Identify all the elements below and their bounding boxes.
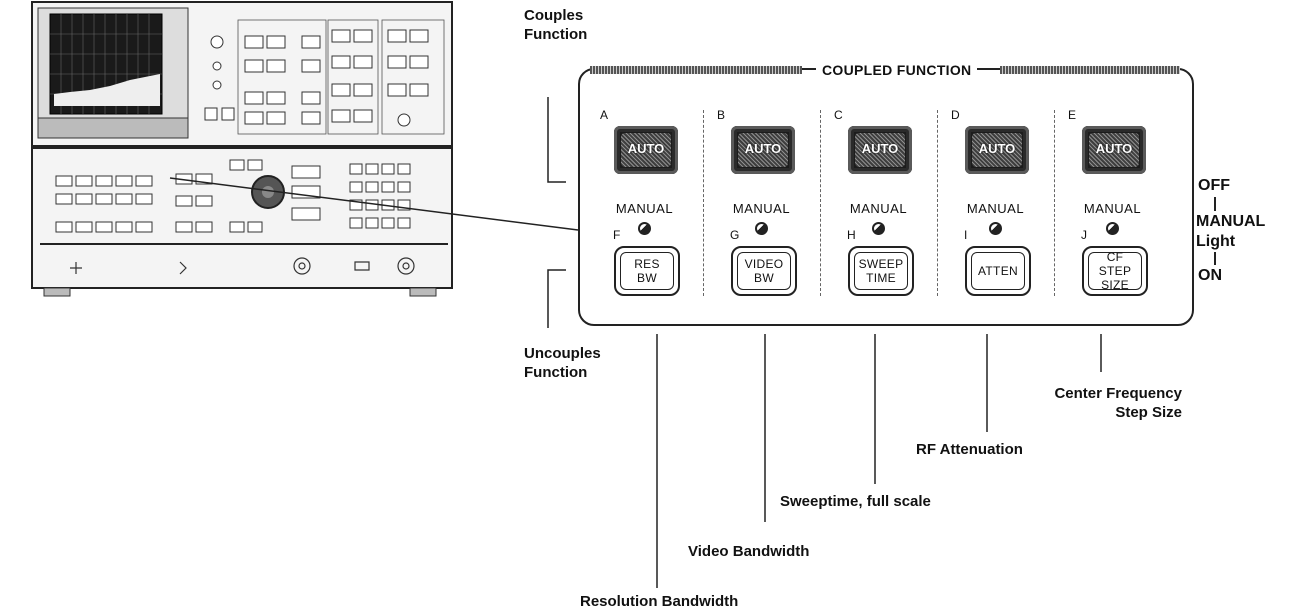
column-cf-step-size: E AUTO MANUAL J CF STEP SIZE bbox=[1054, 70, 1171, 320]
key-letter: I bbox=[964, 228, 967, 242]
manual-label: MANUAL bbox=[1054, 201, 1171, 216]
key-letter: C bbox=[834, 108, 843, 122]
atten-label: ATTEN bbox=[971, 252, 1025, 290]
auto-button-res-bw[interactable]: AUTO bbox=[614, 126, 678, 174]
manual-light-icon bbox=[1106, 222, 1119, 235]
manual-light-icon bbox=[755, 222, 768, 235]
on-label: ON bbox=[1198, 266, 1222, 285]
sweep-time-button[interactable]: SWEEP TIME bbox=[848, 246, 914, 296]
column-atten: D AUTO MANUAL I ATTEN bbox=[937, 70, 1054, 320]
video-bw-label: VIDEO BW bbox=[737, 252, 791, 290]
manual-label: MANUAL bbox=[586, 201, 703, 216]
key-letter: D bbox=[951, 108, 960, 122]
auto-button-atten[interactable]: AUTO bbox=[965, 126, 1029, 174]
key-letter: J bbox=[1081, 228, 1087, 242]
auto-label: AUTO bbox=[848, 141, 912, 156]
key-letter: H bbox=[847, 228, 856, 242]
key-letter: A bbox=[600, 108, 608, 122]
couples-function-label: Couples Function bbox=[524, 6, 587, 44]
key-letter: F bbox=[613, 228, 620, 242]
res-bw-label: RES BW bbox=[620, 252, 674, 290]
sweeptime-label: Sweeptime, full scale bbox=[780, 492, 931, 511]
auto-label: AUTO bbox=[614, 141, 678, 156]
column-sweep-time: C AUTO MANUAL H SWEEP TIME bbox=[820, 70, 937, 320]
sweep-time-label: SWEEP TIME bbox=[854, 252, 908, 290]
key-letter: G bbox=[730, 228, 739, 242]
atten-button[interactable]: ATTEN bbox=[965, 246, 1031, 296]
key-letter: B bbox=[717, 108, 725, 122]
video-bandwidth-label: Video Bandwidth bbox=[688, 542, 809, 561]
auto-label: AUTO bbox=[1082, 141, 1146, 156]
center-frequency-label: Center Frequency Step Size bbox=[1040, 384, 1182, 422]
manual-light-icon bbox=[872, 222, 885, 235]
resolution-bandwidth-label: Resolution Bandwidth bbox=[580, 592, 738, 611]
manual-label: MANUAL bbox=[703, 201, 820, 216]
cf-step-size-button[interactable]: CF STEP SIZE bbox=[1082, 246, 1148, 296]
auto-button-sweep-time[interactable]: AUTO bbox=[848, 126, 912, 174]
uncouples-function-label: Uncouples Function bbox=[524, 344, 601, 382]
key-letter: E bbox=[1068, 108, 1076, 122]
auto-button-cf-step-size[interactable]: AUTO bbox=[1082, 126, 1146, 174]
cf-step-size-label: CF STEP SIZE bbox=[1088, 252, 1142, 290]
res-bw-button[interactable]: RES BW bbox=[614, 246, 680, 296]
manual-light-icon bbox=[989, 222, 1002, 235]
manual-light-icon bbox=[638, 222, 651, 235]
rf-attenuation-label: RF Attenuation bbox=[916, 440, 1023, 459]
auto-label: AUTO bbox=[731, 141, 795, 156]
coupled-function-panel: COUPLED FUNCTION A AUTO MANUAL F RES BW … bbox=[578, 68, 1194, 326]
manual-label: MANUAL bbox=[937, 201, 1054, 216]
auto-label: AUTO bbox=[965, 141, 1029, 156]
video-bw-button[interactable]: VIDEO BW bbox=[731, 246, 797, 296]
column-res-bw: A AUTO MANUAL F RES BW bbox=[586, 70, 703, 320]
off-label: OFF bbox=[1198, 176, 1230, 195]
auto-button-video-bw[interactable]: AUTO bbox=[731, 126, 795, 174]
column-video-bw: B AUTO MANUAL G VIDEO BW bbox=[703, 70, 820, 320]
manual-label: MANUAL bbox=[820, 201, 937, 216]
manual-light-label: MANUAL Light bbox=[1196, 212, 1265, 252]
